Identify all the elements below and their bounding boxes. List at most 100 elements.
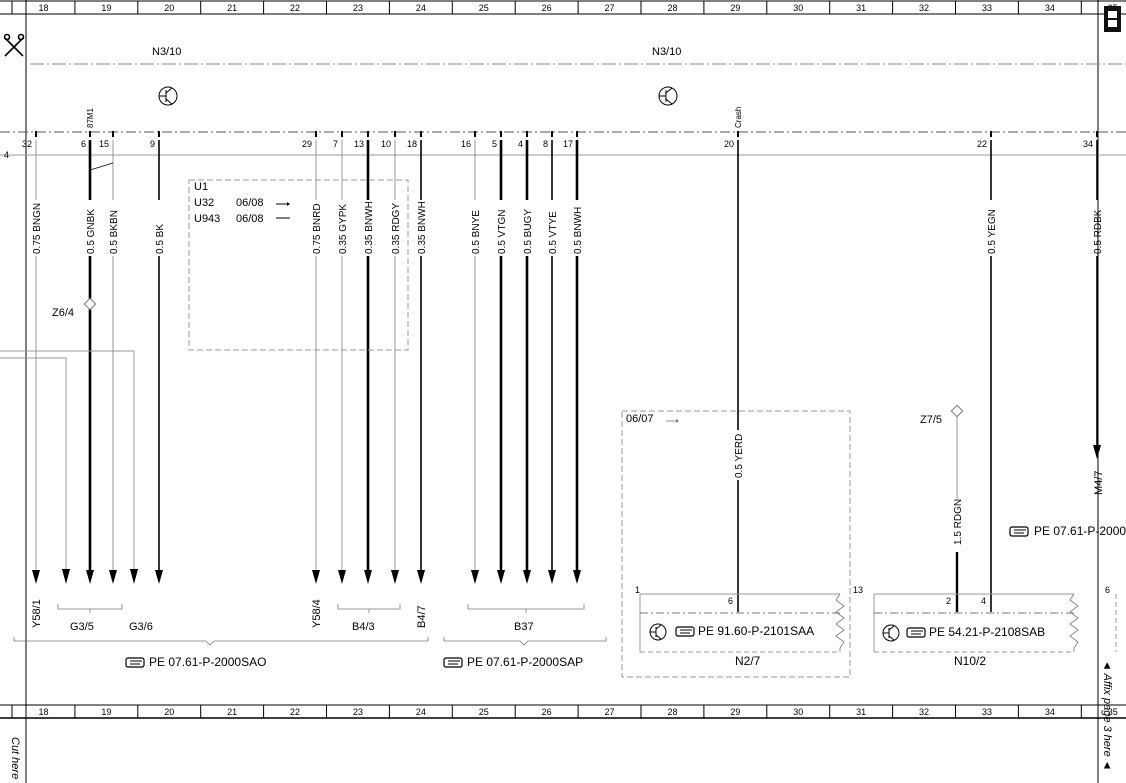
column-number: 22 — [290, 3, 300, 13]
column-number: 22 — [290, 707, 300, 717]
pin-number: 18 — [407, 139, 417, 149]
reference-hand-icon — [675, 626, 695, 637]
arrow-icon — [62, 569, 70, 584]
transistor-icon — [649, 623, 667, 641]
component-y58-4: Y58/4 — [311, 599, 323, 628]
arrow-right-icon — [276, 202, 290, 206]
arrow-icon — [338, 570, 346, 584]
wire-label: 0.5 YERD — [734, 434, 745, 478]
affix-page-note: ◄ Affix page 3 here ◄ — [1101, 660, 1113, 771]
wire-label: 0.5 RDBK — [1093, 209, 1104, 254]
column-number: 27 — [605, 3, 615, 13]
pin-n10-2-4: 4 — [981, 596, 986, 606]
column-number: 31 — [856, 707, 866, 717]
column-number: 33 — [982, 707, 992, 717]
u32-date: 06/08 — [236, 197, 264, 209]
component-u943: U943 — [194, 213, 220, 225]
wire-label: 0.5 BNYE — [471, 210, 482, 254]
wire-label: 0.5 BUGY — [523, 209, 534, 254]
column-number: 28 — [667, 707, 677, 717]
column-number: 23 — [353, 707, 363, 717]
reference-hand-icon — [443, 657, 463, 668]
reference-hand-icon — [125, 657, 145, 668]
wire-label: 0.5 GNBK — [86, 209, 97, 254]
column-number: 28 — [667, 3, 677, 13]
reference-right: PE 07.61-P-2000SA — [1034, 524, 1126, 538]
column-number: 30 — [793, 707, 803, 717]
box-date-0607: 06/07 — [626, 413, 654, 425]
pin-number: 32 — [22, 139, 32, 149]
arrow-icon — [523, 570, 531, 584]
wire-label: 0.35 GYPK — [338, 204, 349, 254]
wire-label: 0.35 BNWH — [417, 201, 428, 254]
pin-n2-7-13: 13 — [853, 585, 863, 595]
arrow-icon — [364, 570, 372, 584]
column-number: 29 — [730, 3, 740, 13]
pin-number: 22 — [977, 139, 987, 149]
wire-label: 0.5 BNWH — [573, 207, 584, 254]
component-n2-7: N2/7 — [735, 654, 761, 668]
column-number: 21 — [227, 3, 237, 13]
component-n10-2: N10/2 — [954, 654, 986, 668]
reference-hand-icon — [906, 627, 926, 638]
arrow-icon — [471, 570, 479, 584]
column-number: 29 — [730, 707, 740, 717]
wire-label: 0.5 BK — [155, 224, 166, 254]
arrow-icon — [155, 570, 163, 584]
arrow-icon — [391, 570, 399, 584]
transistor-icon — [658, 86, 678, 106]
component-g3-5: G3/5 — [70, 621, 94, 633]
pin-number: 8 — [543, 139, 548, 149]
pin-number: 10 — [381, 139, 391, 149]
column-number: 26 — [542, 707, 552, 717]
arrow-icon — [1093, 445, 1101, 459]
column-number: 19 — [101, 3, 111, 13]
column-number: 21 — [227, 707, 237, 717]
arrow-icon — [312, 570, 320, 584]
wire-label: 0.35 RDGY — [391, 203, 402, 254]
pin-number: 7 — [333, 139, 338, 149]
wire-1-5-rdgn: 1.5 RDGN — [953, 499, 964, 545]
wire-label: 0.5 VTGN — [497, 210, 508, 254]
u943-date: 06/08 — [236, 213, 264, 225]
column-number: 25 — [479, 707, 489, 717]
pin-n2-7-6: 6 — [728, 596, 733, 606]
component-u1: U1 — [194, 181, 208, 193]
component-y58-1: Y58/1 — [31, 599, 43, 628]
arrow-icon — [32, 570, 40, 584]
pin-number: 29 — [302, 139, 312, 149]
pin-number: 6 — [81, 139, 86, 149]
wire-label: 0.5 VTYE — [548, 211, 559, 254]
arrow-icon — [417, 570, 425, 584]
arrow-icon — [86, 570, 94, 584]
component-b4-7: B4/7 — [416, 605, 428, 628]
pin-n2-7-1: 1 — [635, 585, 640, 595]
arrow-icon — [109, 570, 117, 584]
wire-label: 0.75 BNRD — [312, 203, 323, 254]
column-number: 20 — [164, 3, 174, 13]
column-number: 31 — [856, 3, 866, 13]
wire-label: 0.5 YEGN — [987, 209, 998, 254]
column-number: 20 — [164, 707, 174, 717]
page-badge-icon — [1104, 6, 1121, 32]
arrow-icon — [548, 570, 556, 584]
reference-sao: PE 07.61-P-2000SAO — [149, 655, 266, 669]
component-m4-7: M4/7 — [1093, 471, 1105, 495]
pin-number: 13 — [354, 139, 364, 149]
reference-n10-2: PE 54.21-P-2108SAB — [929, 625, 1045, 639]
wire-label: 0.5 BKBN — [109, 210, 120, 254]
label-87m1: 87M1 — [86, 107, 95, 128]
column-number: 24 — [416, 3, 426, 13]
arrow-icon — [497, 570, 505, 584]
component-n3-10-right: N3/10 — [652, 46, 681, 58]
column-number: 26 — [542, 3, 552, 13]
reference-sap: PE 07.61-P-2000SAP — [467, 655, 583, 669]
column-number: 33 — [982, 3, 992, 13]
column-number: 27 — [605, 707, 615, 717]
pin-number: 4 — [518, 139, 523, 149]
row-marker: 4 — [4, 150, 9, 160]
arrow-icon — [573, 570, 581, 584]
